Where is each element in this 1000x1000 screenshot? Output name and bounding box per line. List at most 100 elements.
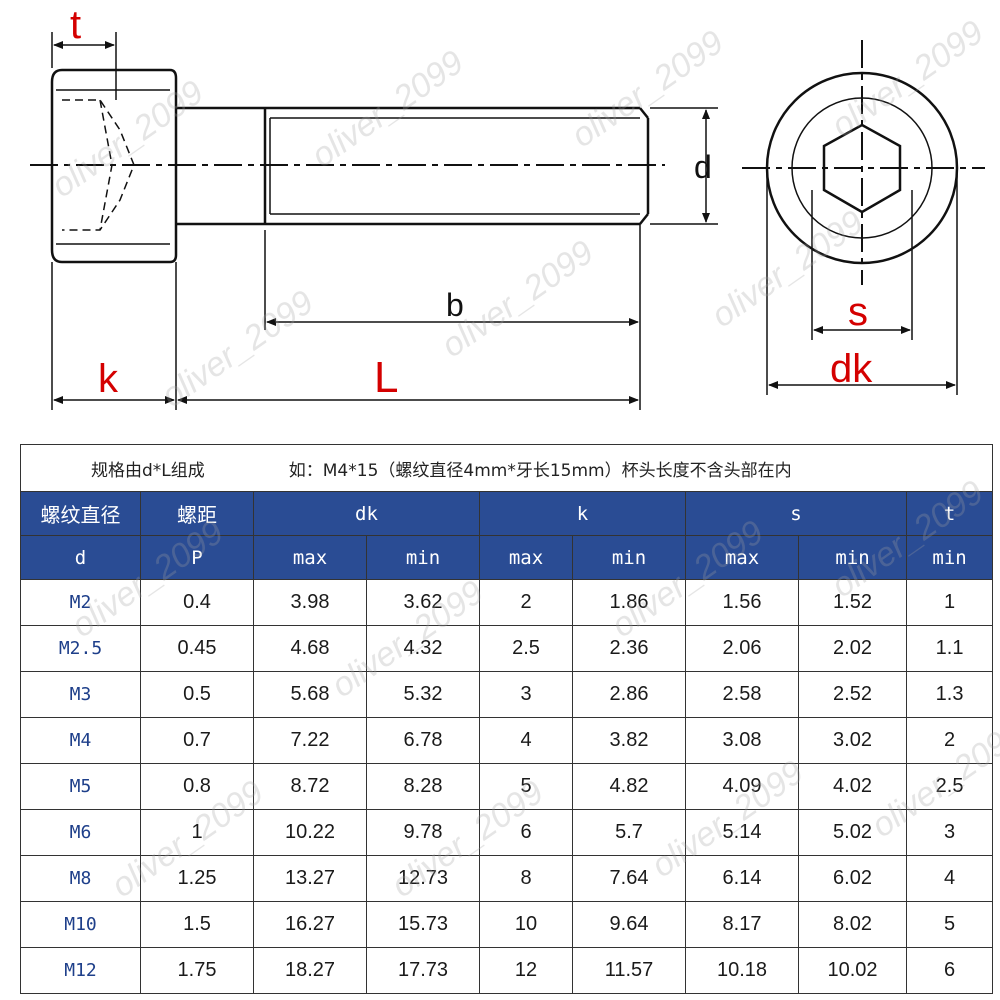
table-cell: 1.56 [685,579,799,626]
table-cell: 6.78 [366,717,480,764]
spec-table-container: 规格由d*L组成 如：M4*15（螺纹直径4mm*牙长15mm）杯头长度不含头部在… [19,444,994,994]
header-t: t [905,491,994,536]
table-cell: 6.14 [685,855,799,902]
table-cell: 1.52 [798,579,907,626]
table-cell: 1.75 [140,947,254,994]
header-dk-max: max [253,535,367,580]
table-cell: 5.02 [798,809,907,856]
table-cell: 13.27 [253,855,367,902]
table-cell: 1.86 [572,579,686,626]
table-cell: 6 [905,947,994,994]
thread-size-cell: M3 [20,671,141,718]
thread-size-cell: M2.5 [20,625,141,672]
table-cell: 10.18 [685,947,799,994]
table-cell: 8.28 [366,763,480,810]
table-cell: 4.32 [366,625,480,672]
table-cell: 4 [905,855,994,902]
table-cell: 3.82 [572,717,686,764]
table-cell: 11.57 [572,947,686,994]
table-cell: 2 [905,717,994,764]
header-thread-diameter: 螺纹直径 [20,491,141,536]
table-cell: 5 [905,901,994,948]
label-L: L [374,353,398,402]
header-row-1: 螺纹直径 螺距 dk k s t [20,491,994,536]
table-cell: 1 [140,809,254,856]
table-cell: 2.58 [685,671,799,718]
table-cell: 2.5 [479,625,573,672]
thread-size-cell: M8 [20,855,141,902]
header-dk: dk [253,491,480,536]
table-cell: 1.1 [905,625,994,672]
table-cell: 10.22 [253,809,367,856]
table-cell: 0.5 [140,671,254,718]
table-cell: 2.5 [905,763,994,810]
header-k-max: max [479,535,573,580]
screw-technical-drawing: t k L b d s dk [30,3,985,410]
table-cell: 2.86 [572,671,686,718]
table-cell: 5.7 [572,809,686,856]
table-cell: 5.68 [253,671,367,718]
table-cell: 1.25 [140,855,254,902]
table-cell: 2.06 [685,625,799,672]
dimension-d [650,107,718,225]
spec-note-left: 规格由d*L组成 [91,460,205,481]
label-t: t [70,3,81,47]
header-s-max: max [685,535,799,580]
label-k: k [98,357,119,401]
note-row: 规格由d*L组成 如：M4*15（螺纹直径4mm*牙长15mm）杯头长度不含头部在… [19,444,994,492]
table-cell: 1 [905,579,994,626]
table-cell: 2.36 [572,625,686,672]
table-cell: 1.5 [140,901,254,948]
header-t-min: min [905,535,994,580]
table-cell: 3.08 [685,717,799,764]
thread-size-cell: M5 [20,763,141,810]
table-cell: 8 [479,855,573,902]
header-pitch: 螺距 [140,491,254,536]
table-cell: 10.02 [798,947,907,994]
table-cell: 0.45 [140,625,254,672]
table-cell: 15.73 [366,901,480,948]
header-dk-min: min [366,535,480,580]
thread-size-cell: M6 [20,809,141,856]
header-s: s [685,491,907,536]
table-cell: 2.52 [798,671,907,718]
table-cell: 9.64 [572,901,686,948]
table-cell: 0.8 [140,763,254,810]
label-s: s [848,290,868,334]
header-k: k [479,491,686,536]
table-cell: 4 [479,717,573,764]
table-cell: 7.64 [572,855,686,902]
dimension-dk [766,170,958,395]
table-cell: 12 [479,947,573,994]
table-cell: 17.73 [366,947,480,994]
table-cell: 7.22 [253,717,367,764]
table-cell: 4.68 [253,625,367,672]
label-b: b [446,287,464,323]
table-cell: 0.7 [140,717,254,764]
table-cell: 4.09 [685,763,799,810]
spec-note-right: 如：M4*15（螺纹直径4mm*牙长15mm）杯头长度不含头部在内 [288,460,792,481]
thread-size-cell: M12 [20,947,141,994]
header-row-2: d P max min max min max min min [20,535,994,580]
table-cell: 10 [479,901,573,948]
table-cell: 4.02 [798,763,907,810]
table-cell: 3.62 [366,579,480,626]
label-d: d [694,149,712,185]
table-cell: 12.73 [366,855,480,902]
spec-table: 规格由d*L组成 如：M4*15（螺纹直径4mm*牙长15mm）杯头长度不含头部在… [19,444,994,994]
table-cell: 8.02 [798,901,907,948]
table-cell: 16.27 [253,901,367,948]
table-cell: 9.78 [366,809,480,856]
dimension-s [811,190,913,340]
table-cell: 6 [479,809,573,856]
table-cell: 5.14 [685,809,799,856]
thread-size-cell: M10 [20,901,141,948]
